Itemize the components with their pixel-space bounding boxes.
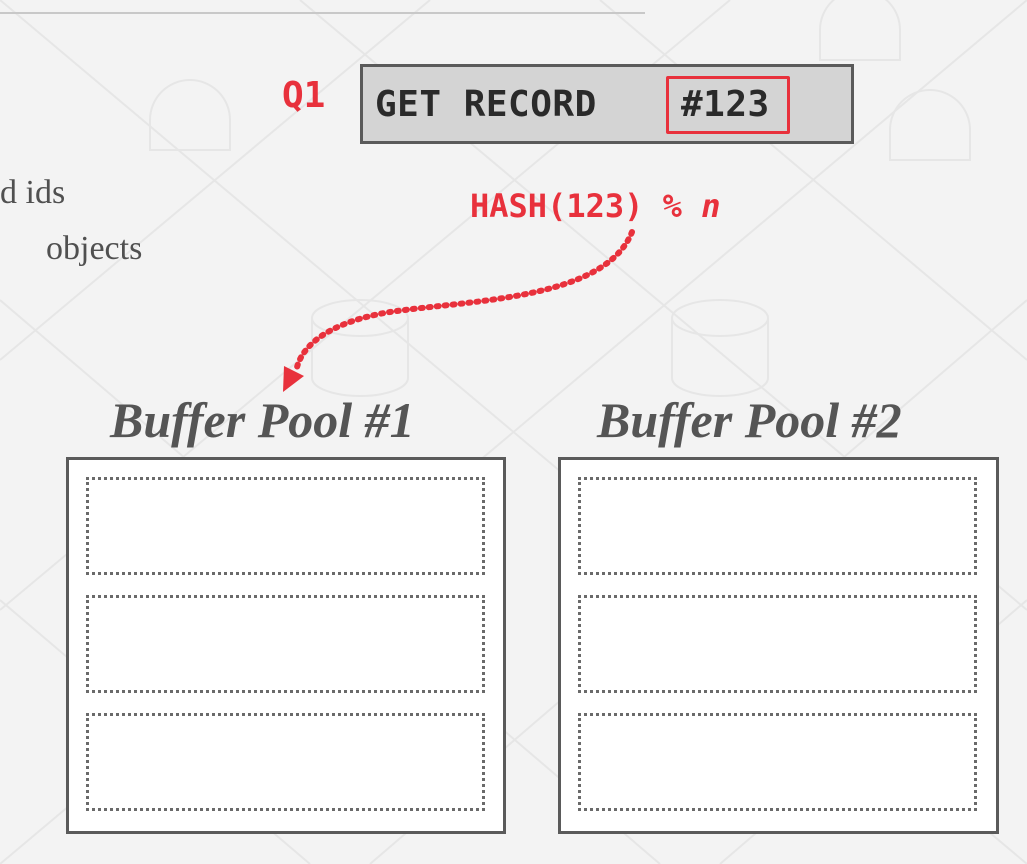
buffer-pool-2-frame-3 xyxy=(578,713,977,811)
hash-modulus-variable: n xyxy=(701,187,721,225)
hash-function-label: HASH(123) % n xyxy=(470,190,720,222)
bullet-text-fragment-1: d ids xyxy=(0,174,66,211)
buffer-pool-2-frame-2 xyxy=(578,595,977,693)
top-divider xyxy=(0,12,645,14)
hash-expression: HASH(123) % xyxy=(470,187,682,225)
buffer-pool-2-frame-1 xyxy=(578,477,977,575)
buffer-pool-2-title: Buffer Pool #2 xyxy=(597,392,902,448)
bullet-text-fragment-2: objects xyxy=(46,230,143,267)
buffer-pool-2 xyxy=(558,457,999,834)
buffer-pool-1 xyxy=(66,457,506,834)
query-label: Q1 xyxy=(282,75,326,116)
query-command-text: GET RECORD xyxy=(375,84,619,125)
buffer-pool-1-frame-1 xyxy=(86,477,485,575)
buffer-pool-1-frame-3 xyxy=(86,713,485,811)
record-id-highlight xyxy=(666,76,790,134)
query-command-box: GET RECORD #123 xyxy=(360,64,854,144)
buffer-pool-1-frame-2 xyxy=(86,595,485,693)
record-id-text: #123 xyxy=(681,84,770,125)
buffer-pool-1-title: Buffer Pool #1 xyxy=(110,392,415,448)
